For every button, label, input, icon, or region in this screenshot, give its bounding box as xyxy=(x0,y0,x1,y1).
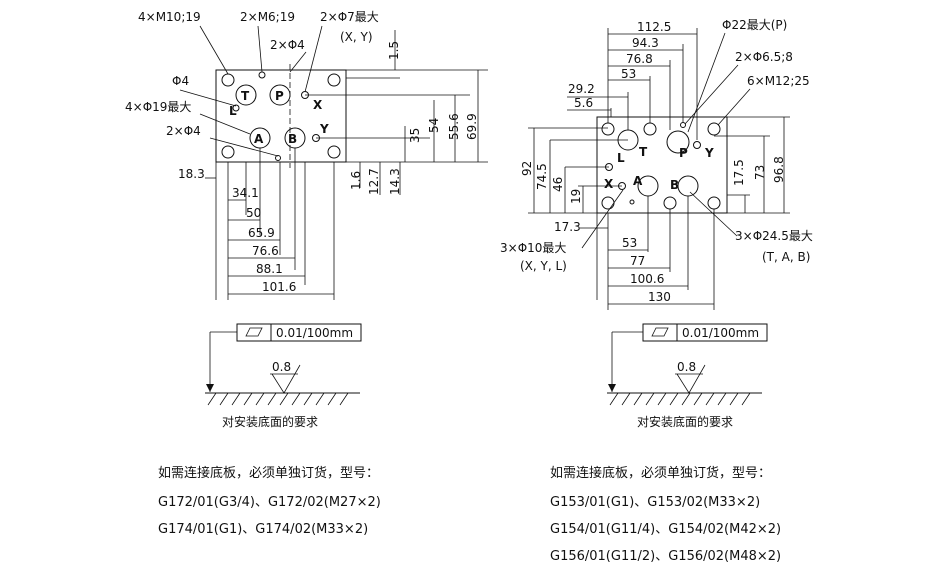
left-order-line: G172/01(G3/4)、G172/02(M27×2) xyxy=(158,495,381,510)
right-dim-77: 77 xyxy=(630,254,645,268)
right-dim-100-6: 100.6 xyxy=(630,272,664,286)
left-dim-1-6: 1.6 xyxy=(349,171,363,190)
left-mounting-drawing: T P L X A B Y 4×M10;19 2×M6;19 2×Φ7最大 (X… xyxy=(125,10,488,429)
left-dim-76-6: 76.6 xyxy=(252,244,279,258)
right-dim-130: 130 xyxy=(648,290,671,304)
right-port-label-p: P xyxy=(679,146,688,160)
left-caption: 对安装底面的要求 xyxy=(222,414,318,429)
left-dim-65-9: 65.9 xyxy=(248,226,275,240)
left-pin-hole xyxy=(275,155,281,161)
right-mount-hole xyxy=(601,122,615,136)
left-dim-34-1: 34.1 xyxy=(232,186,259,200)
right-port-p xyxy=(666,130,690,154)
left-dim-54: 54 xyxy=(427,118,441,133)
right-mount-hole xyxy=(663,196,677,210)
right-port-label-a: A xyxy=(633,174,643,188)
right-dim-92: 92 xyxy=(520,161,534,176)
left-port-label-y: Y xyxy=(319,122,329,136)
right-order-title: 如需连接底板，必须单独订货，型号： xyxy=(550,466,772,481)
right-mount-hole xyxy=(707,196,721,210)
right-caption: 对安装底面的要求 xyxy=(637,414,733,429)
right-mount-hole xyxy=(601,196,615,210)
right-mounting-drawing: L T P Y X A B 112.5 94.3 76.8 53 29.2 5.… xyxy=(500,18,813,429)
left-mount-hole xyxy=(221,73,235,87)
left-dim-14-3: 14.3 xyxy=(388,168,402,195)
right-port-y-hole xyxy=(693,141,701,149)
right-dim-96-8: 96.8 xyxy=(772,156,786,183)
left-dim-55-6: 55.6 xyxy=(447,113,461,140)
left-port-l-hole xyxy=(232,104,240,112)
right-label-phi10: 3×Φ10最大 xyxy=(500,241,566,255)
right-order-line: G154/01(G11/4)、G154/02(M42×2) xyxy=(550,522,782,537)
left-port-label-b: B xyxy=(288,132,297,146)
left-label-xy: (X, Y) xyxy=(340,30,373,44)
right-dim-76-8: 76.8 xyxy=(626,52,653,66)
right-port-label-l: L xyxy=(617,151,625,165)
left-port-t xyxy=(235,84,257,106)
left-label-phi7: 2×Φ7最大 xyxy=(320,10,379,24)
left-order-title: 如需连接底板，必须单独订货，型号： xyxy=(158,466,380,481)
right-label-phi24-5: 3×Φ24.5最大 xyxy=(735,229,813,243)
right-pin-hole xyxy=(680,122,686,128)
left-mount-hole xyxy=(221,145,235,159)
right-port-label-x: X xyxy=(604,177,614,191)
right-dim-74-5: 74.5 xyxy=(535,163,549,190)
left-label-phi4-bottom: 2×Φ4 xyxy=(166,124,201,138)
right-plate xyxy=(596,116,728,214)
right-flatness-value: 0.01/100mm xyxy=(682,326,759,340)
right-dim-94-3: 94.3 xyxy=(632,36,659,50)
left-dim-88-1: 88.1 xyxy=(256,262,283,276)
right-order-line: G156/01(G11/2)、G156/02(M48×2) xyxy=(550,549,782,564)
right-dim-112-5: 112.5 xyxy=(637,20,671,34)
left-dim-50: 50 xyxy=(246,206,261,220)
right-label-xyl: (X, Y, L) xyxy=(520,259,567,273)
right-dim-19: 19 xyxy=(569,189,583,204)
left-order-line: G174/01(G1)、G174/02(M33×2) xyxy=(158,522,369,537)
right-pin-hole xyxy=(629,199,635,205)
right-order-line: G153/01(G1)、G153/02(M33×2) xyxy=(550,495,761,510)
right-dim-29-2: 29.2 xyxy=(568,82,595,96)
right-dim-5-6: 5.6 xyxy=(574,96,593,110)
left-port-label-p: P xyxy=(275,89,284,103)
left-dim-18-3: 18.3 xyxy=(178,167,205,181)
left-label-m10: 4×M10;19 xyxy=(138,10,201,24)
left-plate xyxy=(215,69,347,163)
right-port-b xyxy=(677,175,699,197)
left-label-phi4-top: 2×Φ4 xyxy=(270,38,305,52)
left-dim-101-6: 101.6 xyxy=(262,280,296,294)
left-dim-1-5: 1.5 xyxy=(387,41,401,60)
right-mount-hole xyxy=(643,122,657,136)
left-port-label-x: X xyxy=(313,98,323,112)
left-flatness-value: 0.01/100mm xyxy=(276,326,353,340)
right-port-label-b: B xyxy=(670,178,679,192)
right-dim-73: 73 xyxy=(753,165,767,180)
right-label-phi22: Φ22最大(P) xyxy=(722,18,787,32)
right-dim-53-bottom: 53 xyxy=(622,236,637,250)
right-dim-53-top: 53 xyxy=(621,67,636,81)
left-port-label-t: T xyxy=(241,89,250,103)
right-port-label-t: T xyxy=(639,145,648,159)
left-mount-hole xyxy=(327,73,341,87)
right-port-label-y: Y xyxy=(704,146,714,160)
right-dim-17-3: 17.3 xyxy=(554,220,581,234)
left-port-label-a: A xyxy=(254,132,264,146)
right-label-tab: (T, A, B) xyxy=(762,250,810,264)
right-dim-46: 46 xyxy=(551,177,565,192)
right-dim-17-5: 17.5 xyxy=(732,159,746,186)
left-label-phi4: Φ4 xyxy=(172,74,189,88)
left-pin-hole xyxy=(258,71,266,79)
right-roughness-value: 0.8 xyxy=(677,360,696,374)
left-roughness-value: 0.8 xyxy=(272,360,291,374)
left-mount-hole xyxy=(327,145,341,159)
right-mount-hole xyxy=(707,122,721,136)
left-dim-69-9: 69.9 xyxy=(465,113,479,140)
right-label-m12: 6×M12;25 xyxy=(747,74,810,88)
left-port-label-l: L xyxy=(229,104,237,118)
left-dim-35: 35 xyxy=(408,128,422,143)
right-label-phi6-5: 2×Φ6.5;8 xyxy=(735,50,793,64)
left-dim-12-7: 12.7 xyxy=(367,168,381,195)
left-label-phi19: 4×Φ19最大 xyxy=(125,100,191,114)
left-label-m6: 2×M6;19 xyxy=(240,10,295,24)
